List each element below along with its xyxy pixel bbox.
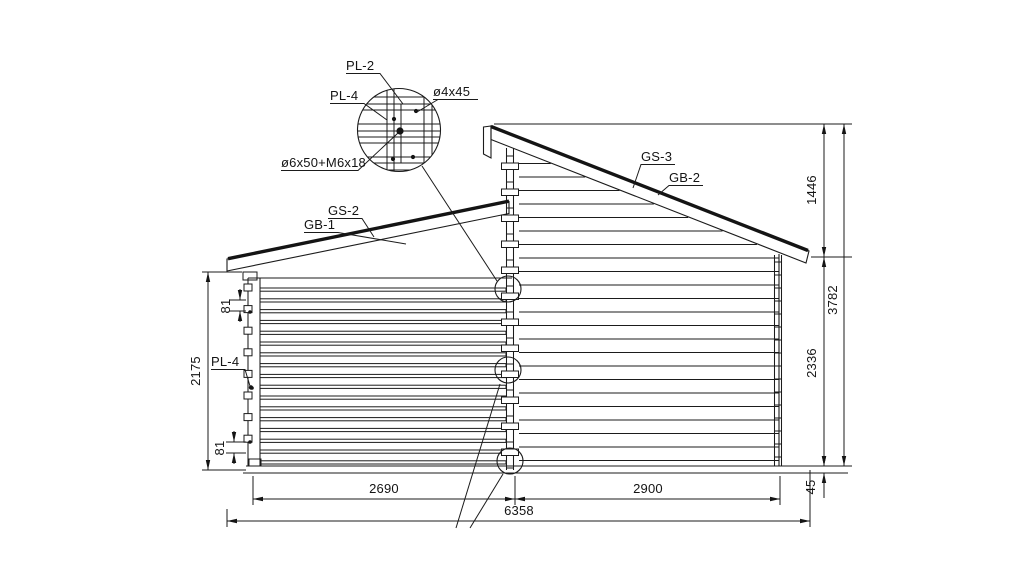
- label-screw: ø4x45: [433, 84, 470, 99]
- detail-callout: [356, 87, 498, 282]
- label-gb2: GB-2: [669, 170, 700, 185]
- dim-right-section-width: 2900: [633, 481, 663, 496]
- right-corner-post: [773, 255, 783, 466]
- label-bolt: ø6x50+M6x18: [281, 155, 366, 170]
- left-roof: [226, 199, 510, 281]
- left-eave-block: [242, 271, 258, 281]
- screw-marker: [413, 108, 419, 114]
- dim-log-pitch-bottom: 81: [212, 441, 227, 456]
- right-wall-logs: [519, 162, 779, 462]
- bolt-marker: [396, 127, 404, 135]
- label-gs3: GS-3: [641, 149, 672, 164]
- dim-total-height: 3782: [825, 285, 840, 315]
- dim-total-width: 6358: [504, 503, 534, 518]
- dim-left-wall-height: 2175: [188, 356, 203, 386]
- detail-leader: [421, 165, 498, 282]
- right-roof: [482, 124, 810, 264]
- wall-outlines: [243, 254, 852, 474]
- dim-log-pitch-top: 81: [218, 299, 233, 314]
- label-gb1: GB-1: [304, 217, 335, 232]
- dim-right-wall-height: 2336: [804, 348, 819, 378]
- dim-left-section-width: 2690: [369, 481, 399, 496]
- dim-roof-rise: 1446: [804, 175, 819, 205]
- label-pl4-wall: PL-4: [211, 354, 239, 369]
- part-labels: PL-2 PL-4 ø4x45 ø6x50+M6x18 GS-2 GB-1 GS…: [211, 58, 703, 390]
- detail-circle: [356, 87, 442, 173]
- left-wall-corner-batten: [243, 278, 261, 466]
- dimensions: 2175 81 81 2690 2900 6358 1446 2336 3782: [188, 123, 852, 527]
- label-gs2: GS-2: [328, 203, 359, 218]
- label-pl4-detail: PL-4: [330, 88, 358, 103]
- dim-base-height: 45: [803, 480, 818, 495]
- right-roof-end-cap: [482, 125, 492, 159]
- left-wall-logs: [259, 287, 507, 465]
- foundation-foot: [248, 458, 262, 467]
- center-post: [501, 148, 519, 470]
- label-pl2: PL-2: [346, 58, 374, 73]
